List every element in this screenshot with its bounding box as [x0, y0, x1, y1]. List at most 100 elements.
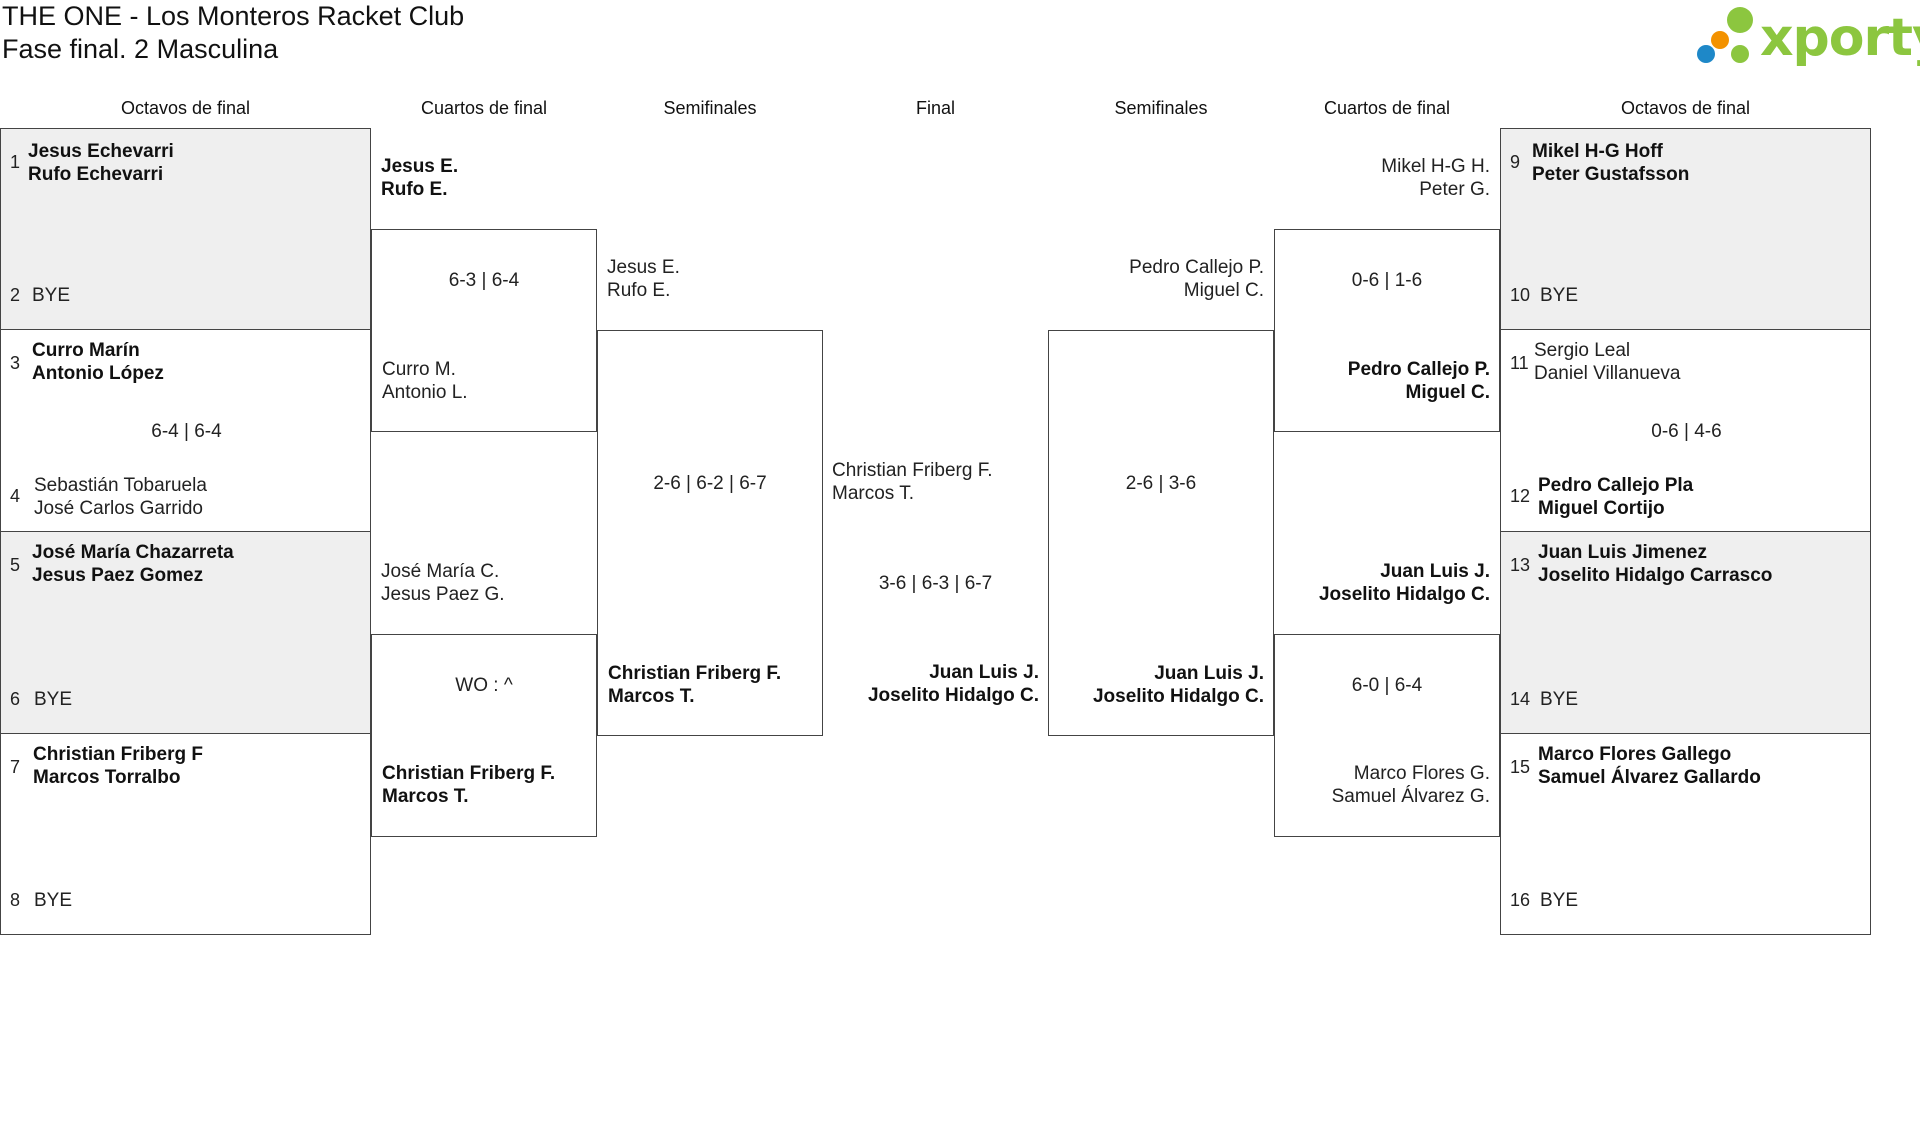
player-name: Jesus E.	[381, 156, 459, 177]
match-score: 2-6 | 3-6	[1125, 473, 1197, 494]
logo-dot-orange	[1711, 31, 1729, 49]
player-name: José María C.	[381, 561, 500, 582]
player-name: Miguel Cortijo	[1538, 498, 1665, 519]
player-name: Joselito Hidalgo C.	[867, 685, 1039, 706]
seed: 10	[1510, 285, 1531, 305]
tournament-name: THE ONE - Los Monteros Racket Club	[2, 1, 465, 31]
header-left-sf: Semifinales	[663, 98, 757, 118]
player-name: Pedro Callejo P.	[1129, 257, 1264, 278]
player-name: Juan Luis J.	[929, 662, 1039, 683]
seed: 2	[10, 285, 21, 305]
seed: 13	[1510, 555, 1531, 575]
match-score: 2-6 | 6-2 | 6-7	[653, 473, 767, 494]
player-name: Pedro Callejo P.	[1347, 359, 1490, 380]
player-name: Jesus Paez G.	[381, 584, 505, 605]
tournament-title: THE ONE - Los Monteros Racket Club Fase …	[2, 0, 464, 66]
header-left-r16: Octavos de final	[120, 98, 251, 118]
logo-dot-blue	[1697, 45, 1715, 63]
player-name: Joselito Hidalgo C.	[1092, 686, 1264, 707]
player-name: Juan Luis J.	[1380, 561, 1490, 582]
player-name: Mikel H-G H.	[1381, 156, 1490, 177]
player-name: Christian Friberg F.	[608, 663, 782, 684]
player-name: José María Chazarreta	[32, 542, 234, 563]
seed: 9	[1510, 152, 1521, 172]
match-r16-left-2: 3 Curro Marín Antonio López 6-4 | 6-4 4 …	[0, 329, 371, 532]
match-score: 6-0 | 6-4	[1351, 675, 1423, 696]
match-score: 6-4 | 6-4	[151, 421, 222, 442]
seed: 6	[10, 689, 21, 709]
player-name: Miguel C.	[1405, 382, 1490, 403]
player-name: Pedro Callejo Pla	[1538, 475, 1694, 496]
seed: 5	[10, 555, 21, 575]
match-r16-right-1: 9 Mikel H-G Hoff Peter Gustafsson 10 BYE	[1500, 128, 1871, 330]
player-name: BYE	[1540, 890, 1579, 911]
player-name: Mikel H-G Hoff	[1532, 141, 1663, 162]
player-name: Joselito Hidalgo Carrasco	[1538, 565, 1773, 586]
player-name: Peter Gustafsson	[1532, 164, 1690, 185]
match-score: 6-3 | 6-4	[448, 270, 520, 291]
seed: 7	[10, 757, 21, 777]
player-name: Marcos Torralbo	[33, 767, 181, 788]
draw-name: Fase final. 2 Masculina	[2, 34, 279, 64]
player-name: Marco Flores Gallego	[1538, 744, 1732, 765]
match-qf-right-2: 6-0 | 6-4 Marco Flores G. Samuel Álvarez…	[1274, 634, 1500, 837]
seed: 1	[10, 152, 21, 172]
player-name: Curro M.	[382, 359, 456, 380]
player-name: Rufo Echevarri	[28, 164, 164, 185]
header-right-r16: Octavos de final	[1620, 98, 1751, 118]
player-name: BYE	[32, 285, 71, 306]
player-name: Marcos T.	[382, 786, 469, 807]
seed: 14	[1510, 689, 1531, 709]
player-name: Marcos T.	[608, 686, 695, 707]
player-name: Christian Friberg F.	[382, 763, 556, 784]
seed: 16	[1510, 890, 1531, 910]
match-r16-left-1: 1 Jesus Echevarri Rufo Echevarri 2 BYE	[0, 128, 371, 330]
player-name: Rufo E.	[607, 280, 671, 301]
player-name: Samuel Álvarez G.	[1331, 786, 1490, 807]
player-name: Marcos T.	[832, 483, 915, 504]
player-name: Antonio L.	[382, 382, 468, 403]
xporty-logo: xporty	[1695, 5, 1920, 68]
player-name: Christian Friberg F.	[832, 460, 993, 481]
player-name: BYE	[1540, 285, 1579, 306]
header-left-qf: Cuartos de final	[420, 98, 548, 118]
match-r16-left-3: 5 José María Chazarreta Jesus Paez Gomez…	[0, 531, 371, 734]
seed: 4	[10, 486, 21, 506]
match-r16-left-4: 7 Christian Friberg F Marcos Torralbo 8 …	[0, 733, 371, 935]
player-name: Samuel Álvarez Gallardo	[1538, 767, 1761, 788]
header-right-sf: Semifinales	[1114, 98, 1208, 118]
match-r16-right-4: 15 Marco Flores Gallego Samuel Álvarez G…	[1500, 733, 1871, 935]
final-score: 3-6 | 6-3 | 6-7	[878, 573, 993, 594]
match-r16-right-3: 13 Juan Luis Jimenez Joselito Hidalgo Ca…	[1500, 531, 1871, 734]
match-qf-left-2: WO : ^ Christian Friberg F. Marcos T.	[371, 634, 597, 837]
header-right-qf: Cuartos de final	[1323, 98, 1451, 118]
match-sf-right: 2-6 | 3-6 Juan Luis J. Joselito Hidalgo …	[1048, 330, 1274, 736]
player-name: Juan Luis J.	[1154, 663, 1264, 684]
player-name: Marco Flores G.	[1353, 763, 1490, 784]
player-name: Miguel C.	[1183, 280, 1264, 301]
player-name: BYE	[34, 689, 73, 710]
logo-dot-green	[1727, 7, 1753, 33]
player-name: Sergio Leal	[1534, 340, 1631, 361]
player-name: Rufo E.	[381, 179, 448, 200]
match-sf-left: 2-6 | 6-2 | 6-7 Christian Friberg F. Mar…	[597, 330, 823, 736]
match-score: 0-6 | 4-6	[1651, 421, 1722, 442]
match-score: WO : ^	[455, 675, 513, 696]
match-qf-right-1: 0-6 | 1-6 Pedro Callejo P. Miguel C.	[1274, 229, 1500, 432]
player-name: Jesus Echevarri	[28, 141, 174, 162]
player-name: Jesus E.	[607, 257, 680, 278]
match-r16-right-2: 11 Sergio Leal Daniel Villanueva 0-6 | 4…	[1500, 329, 1871, 532]
player-name: Antonio López	[32, 363, 164, 384]
seed: 8	[10, 890, 21, 910]
player-name: Daniel Villanueva	[1534, 363, 1681, 384]
logo-dot-green-small	[1731, 45, 1749, 63]
player-name: Joselito Hidalgo C.	[1318, 584, 1490, 605]
player-name: BYE	[34, 890, 73, 911]
player-name: Juan Luis Jimenez	[1538, 542, 1707, 563]
seed: 12	[1510, 486, 1531, 506]
logo-text: xporty	[1760, 8, 1920, 68]
player-name: BYE	[1540, 689, 1579, 710]
seed: 11	[1510, 353, 1529, 373]
seed: 3	[10, 353, 21, 373]
player-name: Peter G.	[1419, 179, 1490, 200]
